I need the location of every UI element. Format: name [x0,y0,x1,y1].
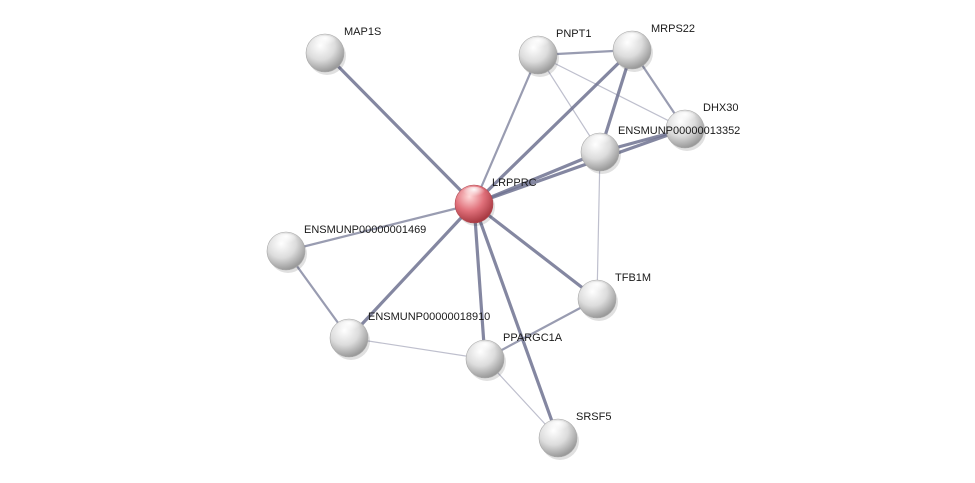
edge-lrpprc-mrps22[interactable] [472,48,634,206]
node-label-map1s: MAP1S [344,26,381,38]
node-lrpprc[interactable]: LRPPRC [454,177,537,226]
node-dhx30[interactable]: DHX30 [665,102,738,151]
edge-lrpprc-ppargc1a[interactable] [472,202,487,361]
node-label-ensmunp00000013352: ENSMUNP00000013352 [618,125,740,137]
node-ppargc1a[interactable]: PPARGC1A [465,332,563,381]
edge-lrpprc-dhx30[interactable] [472,127,687,206]
edge-lrpprc-pnpt1[interactable] [472,53,540,206]
node-ensmunp00000013352[interactable]: ENSMUNP00000013352 [580,125,740,174]
node-label-ensmunp00000001469: ENSMUNP00000001469 [304,224,426,236]
node-highlight [274,233,298,248]
edge-lrpprc-map1s[interactable] [323,51,476,206]
edge-ensmunp00000013352-tfb1m[interactable] [596,151,601,300]
edge-lrpprc-ensmunp00000001469[interactable] [284,202,476,253]
node-highlight [462,186,486,201]
edge-lrpprc-srsf5[interactable] [472,202,560,440]
node-srsf5[interactable]: SRSF5 [538,411,611,460]
node-highlight [473,341,497,356]
node-highlight [546,420,570,435]
node-ensmunp00000001469[interactable]: ENSMUNP00000001469 [266,224,426,273]
node-highlight [313,35,337,50]
node-highlight [620,32,644,47]
node-label-ppargc1a: PPARGC1A [503,332,563,344]
edge-lrpprc-ensmunp00000013352[interactable] [472,150,602,206]
node-highlight [526,37,550,52]
node-label-tfb1m: TFB1M [615,272,651,284]
node-map1s[interactable]: MAP1S [305,26,381,75]
edge-ppargc1a-tfb1m[interactable] [483,297,599,361]
node-label-dhx30: DHX30 [703,102,738,114]
node-highlight [337,320,361,335]
edge-pnpt1-dhx30[interactable] [537,54,686,130]
node-label-srsf5: SRSF5 [576,411,611,423]
node-highlight [673,111,697,126]
node-label-ensmunp00000018910: ENSMUNP00000018910 [368,311,490,323]
node-layer: MAP1S PNPT1 MRPS22DHX30ENSMUNP00000013352L… [266,23,740,460]
node-label-mrps22: MRPS22 [651,23,695,35]
node-ensmunp00000018910[interactable]: ENSMUNP00000018910 [329,311,490,360]
edge-lrpprc-ensmunp00000018910[interactable] [347,202,476,340]
node-pnpt1[interactable]: PNPT1 [518,28,591,77]
node-mrps22[interactable]: MRPS22 [612,23,695,72]
edge-ensmunp00000018910-ppargc1a[interactable] [348,337,486,360]
node-tfb1m[interactable]: TFB1M [577,272,651,321]
node-label-pnpt1: PNPT1 [556,28,591,40]
node-label-lrpprc: LRPPRC [492,177,537,189]
node-highlight [585,281,609,296]
edge-lrpprc-tfb1m[interactable] [472,202,599,301]
node-highlight [588,134,612,149]
